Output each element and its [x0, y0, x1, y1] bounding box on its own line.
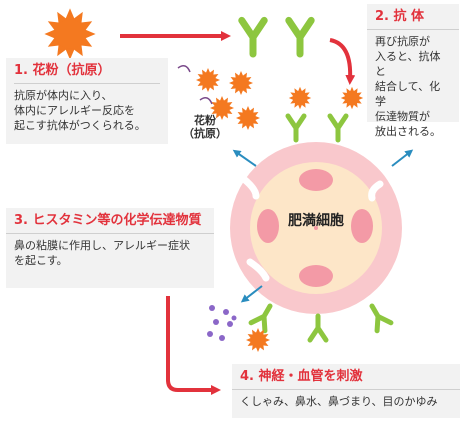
pollen-icon [340, 86, 364, 110]
antibody-icon [289, 20, 311, 54]
step-2-title: 2. 抗 体 [367, 4, 459, 30]
arrow-icon [240, 285, 263, 303]
mast-cell-icon [230, 142, 402, 314]
antigen-label-text: （抗原） [183, 127, 227, 140]
step-3-box: 3. ヒスタミン等の化学伝達物質 鼻の粘膜に作用し、アレルギー症状 を起こす。 [6, 208, 214, 288]
step-2-body: 再び抗原が 入ると、抗体と 結合して、化学 伝達物質が 放出される。 [375, 35, 441, 138]
pollen-icon [229, 71, 253, 95]
step-4-title: 4. 神経・血管を刺激 [232, 364, 460, 390]
antibody-icon [365, 302, 391, 331]
pollen-icon [288, 86, 312, 110]
step-3-title: 3. ヒスタミン等の化学伝達物質 [6, 208, 214, 234]
mast-cell-label: 肥満細胞 [288, 213, 344, 229]
mediator-dot-icon [207, 305, 237, 341]
antibody-icon [251, 302, 277, 331]
step-3-body: 鼻の粘膜に作用し、アレルギー症状 を起こす。 [14, 239, 190, 267]
step-1-title: 1. 花粉（抗原） [14, 63, 111, 78]
arrow-icon [232, 149, 257, 167]
step-4-box: 4. 神経・血管を刺激 くしゃみ、鼻水、鼻づまり、目のかゆみ [232, 364, 460, 418]
pollen-label-text: 花粉 [194, 114, 216, 127]
arrow-icon [166, 296, 221, 395]
antibody-icon [288, 116, 304, 140]
arrow-icon [391, 149, 414, 167]
antibody-icon [330, 116, 346, 140]
antibody-icon [242, 20, 264, 54]
pollen-icon [196, 68, 220, 92]
antibody-icon [310, 316, 326, 340]
step-4-body: くしゃみ、鼻水、鼻づまり、目のかゆみ [240, 395, 438, 408]
step-1-body: 抗原が体内に入り、 体内にアレルギー反応を 起こす抗体がつくられる。 [14, 89, 146, 132]
step-1-box: 1. 花粉（抗原） 抗原が体内に入り、 体内にアレルギー反応を 起こす抗体がつく… [6, 58, 168, 144]
pollen-icon [44, 8, 96, 60]
arrow-icon [329, 38, 356, 85]
pollen-label: 花粉 （抗原） [183, 114, 227, 140]
step-2-box: 2. 抗 体 再び抗原が 入ると、抗体と 結合して、化学 伝達物質が 放出される… [367, 4, 459, 138]
pollen-icon [236, 106, 260, 130]
